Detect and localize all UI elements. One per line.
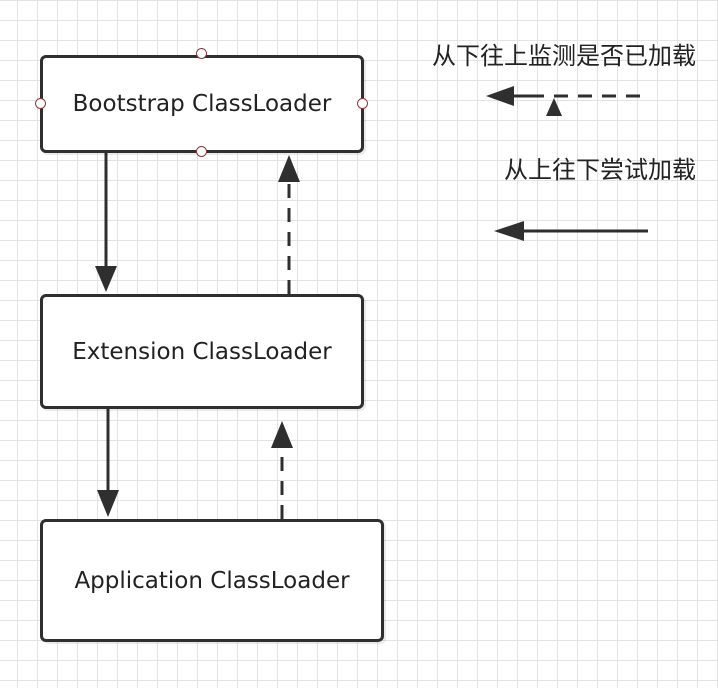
extension-classloader-label: Extension ClassLoader xyxy=(72,338,332,365)
legend-dashed-label: 从下往上监测是否已加载 xyxy=(432,42,696,70)
legend-solid-arrow xyxy=(494,221,648,241)
edge-bootstrap-to-extension xyxy=(95,153,117,292)
connection-handle-left[interactable] xyxy=(35,98,46,109)
bootstrap-classloader-label: Bootstrap ClassLoader xyxy=(72,91,332,117)
application-classloader-label: Application ClassLoader xyxy=(74,567,350,594)
extension-classloader-node[interactable]: Extension ClassLoader xyxy=(40,294,364,409)
connection-handle-bottom[interactable] xyxy=(196,146,207,157)
application-classloader-node[interactable]: Application ClassLoader xyxy=(40,519,384,642)
edge-application-to-extension xyxy=(271,421,293,519)
legend-solid-label: 从上往下尝试加载 xyxy=(504,156,696,184)
edge-extension-to-application xyxy=(97,409,119,517)
legend-dashed-arrow xyxy=(486,86,650,116)
connection-handle-right[interactable] xyxy=(357,98,368,109)
connection-handle-top[interactable] xyxy=(196,48,207,59)
bootstrap-classloader-node[interactable]: Bootstrap ClassLoader xyxy=(40,55,364,153)
edge-extension-to-bootstrap xyxy=(278,155,300,294)
